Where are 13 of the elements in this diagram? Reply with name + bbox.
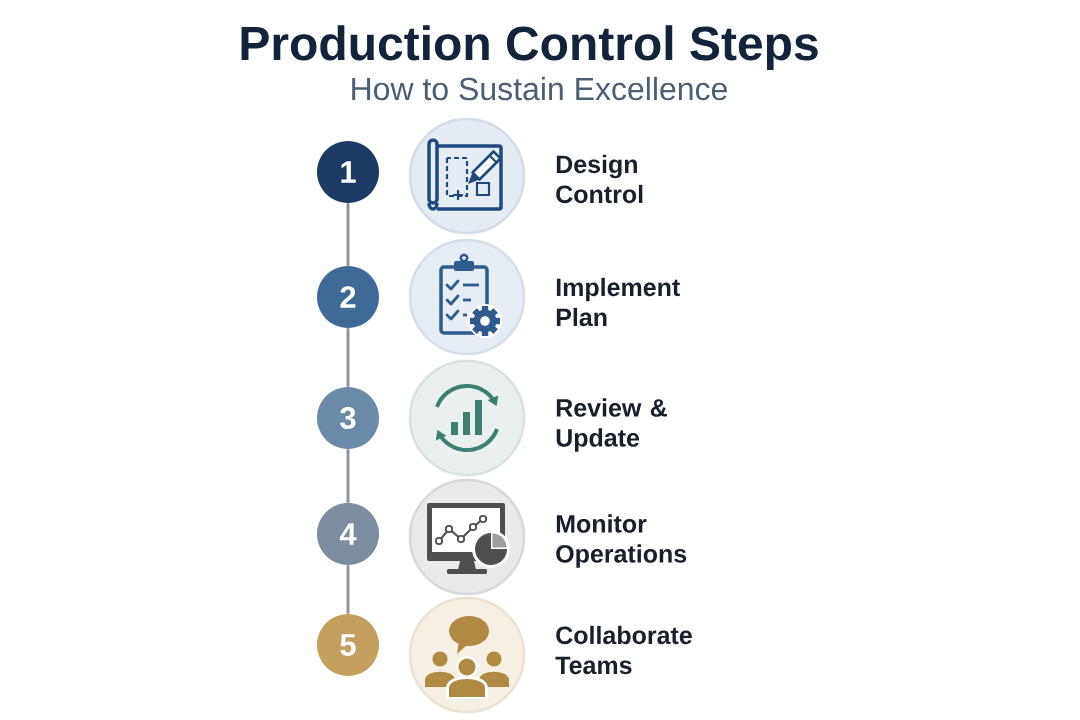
connector-line — [346, 203, 350, 266]
step-label: Design Control — [556, 154, 643, 204]
subtitle: How to Sustain Excellence — [352, 76, 727, 101]
step-label: Review & Update — [556, 398, 667, 452]
step-label: Monitor Operations — [556, 514, 687, 568]
step-label: Collaborate Teams — [555, 625, 692, 675]
connector-line — [346, 565, 350, 614]
title: Production Control Steps — [241, 25, 818, 70]
icon-circle — [408, 359, 526, 477]
icon-circle — [408, 117, 526, 235]
step-label: Implement Plan — [556, 277, 680, 327]
connector-line — [346, 449, 350, 503]
connector-line — [346, 328, 350, 387]
